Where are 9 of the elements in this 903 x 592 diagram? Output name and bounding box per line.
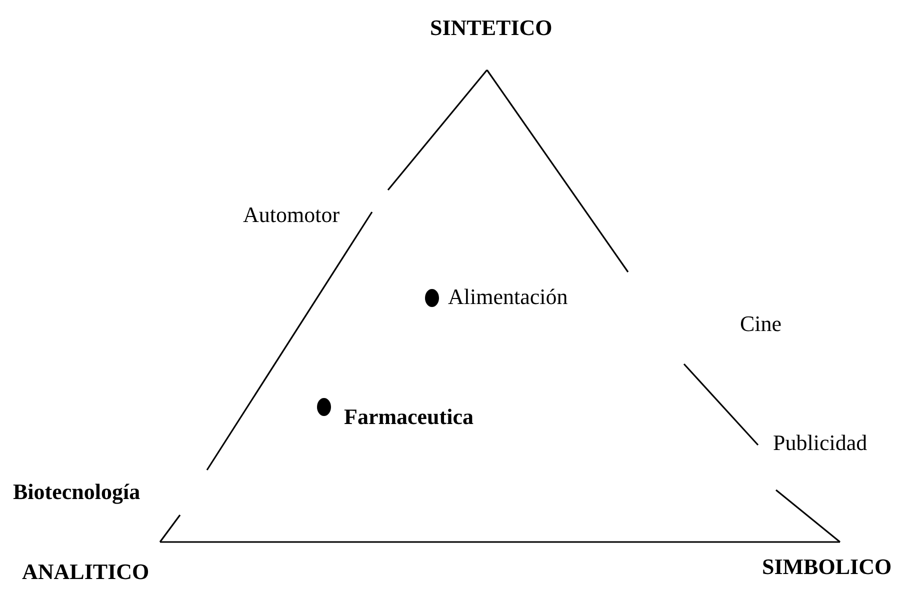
sector-label: Biotecnología	[13, 480, 140, 504]
corner-label: SINTETICO	[430, 16, 552, 40]
sector-label: Alimentación	[448, 285, 568, 310]
sector-label: Cine	[740, 312, 782, 336]
sector-label: Publicidad	[773, 431, 868, 456]
corner-label: ANALITICO	[22, 560, 150, 584]
sector-label: Automotor	[243, 203, 340, 228]
sector-label: Farmaceutica	[344, 405, 474, 430]
corner-label: SIMBOLICO	[762, 555, 892, 580]
